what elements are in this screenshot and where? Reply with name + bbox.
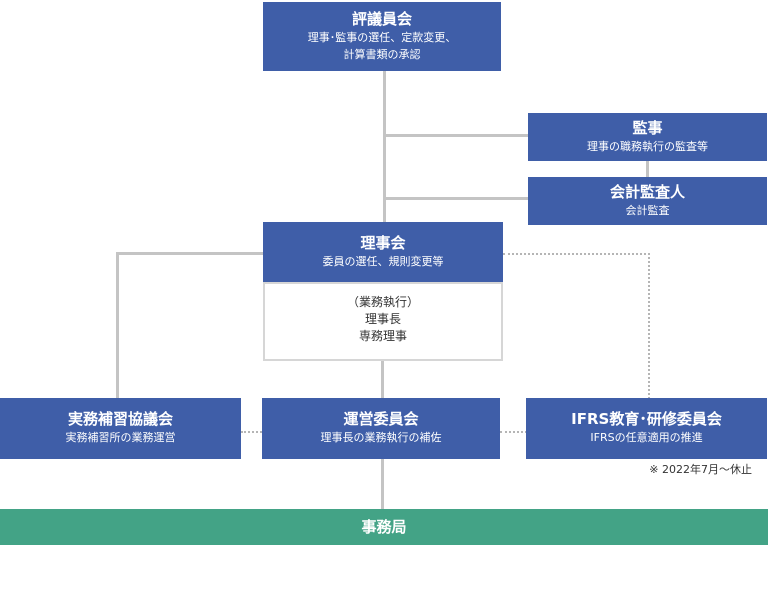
auditor-title: 監事 xyxy=(632,119,663,137)
practical-council-box: 実務補習協議会 実務補習所の業務運営 xyxy=(0,398,241,459)
connector-council-board xyxy=(383,70,386,223)
auditor-desc: 理事の職務執行の監査等 xyxy=(587,140,708,153)
connector-exec-operations xyxy=(381,360,384,399)
auditor-box: 監事 理事の職務執行の監査等 xyxy=(528,113,767,161)
ifrs-committee-desc: IFRSの任意適用の推進 xyxy=(590,431,703,444)
ifrs-committee-title: IFRS教育･研修委員会 xyxy=(571,410,722,428)
council-desc-line2: 計算書類の承認 xyxy=(343,48,421,61)
accounting-auditor-box: 会計監査人 会計監査 xyxy=(528,177,767,225)
dotted-connector-operations-ifrs xyxy=(500,431,527,433)
dotted-connector-practical-operations xyxy=(241,431,262,433)
connector-to-accounting-auditor xyxy=(383,197,529,200)
execution-line1: （業務執行） xyxy=(346,295,419,309)
connector-operations-secretariat xyxy=(381,458,384,510)
council-title: 評議員会 xyxy=(351,10,412,28)
board-desc: 委員の選任、規則変更等 xyxy=(322,255,444,268)
connector-board-practical-vertical xyxy=(116,252,119,399)
secretariat-bar: 事務局 xyxy=(0,509,768,545)
operations-committee-box: 運営委員会 理事長の業務執行の補佐 xyxy=(262,398,500,459)
operations-committee-title: 運営委員会 xyxy=(343,410,419,428)
connector-to-auditor xyxy=(383,134,529,137)
accounting-auditor-desc: 会計監査 xyxy=(625,204,670,217)
suspension-note: ※ 2022年7月～休止 xyxy=(649,463,752,476)
council-box: 評議員会 理事･監事の選任、定款変更、 計算書類の承認 xyxy=(263,2,501,71)
connector-board-practical-horizontal xyxy=(116,252,264,255)
council-desc-line1: 理事･監事の選任、定款変更、 xyxy=(307,31,457,44)
accounting-auditor-title: 会計監査人 xyxy=(609,183,685,201)
execution-line3: 専務理事 xyxy=(358,329,407,343)
board-title: 理事会 xyxy=(360,234,406,252)
dotted-connector-board-ifrs xyxy=(503,253,650,255)
dotted-connector-ifrs-vertical xyxy=(648,253,650,399)
connector-auditor-accounting-auditor xyxy=(646,160,649,178)
ifrs-committee-box: IFRS教育･研修委員会 IFRSの任意適用の推進 xyxy=(526,398,767,459)
execution-box: （業務執行） 理事長 専務理事 xyxy=(263,282,503,361)
practical-council-desc: 実務補習所の業務運営 xyxy=(65,431,176,444)
board-box: 理事会 委員の選任、規則変更等 xyxy=(263,222,503,282)
execution-line2: 理事長 xyxy=(364,312,401,326)
operations-committee-desc: 理事長の業務執行の補佐 xyxy=(320,431,442,444)
practical-council-title: 実務補習協議会 xyxy=(67,410,173,428)
